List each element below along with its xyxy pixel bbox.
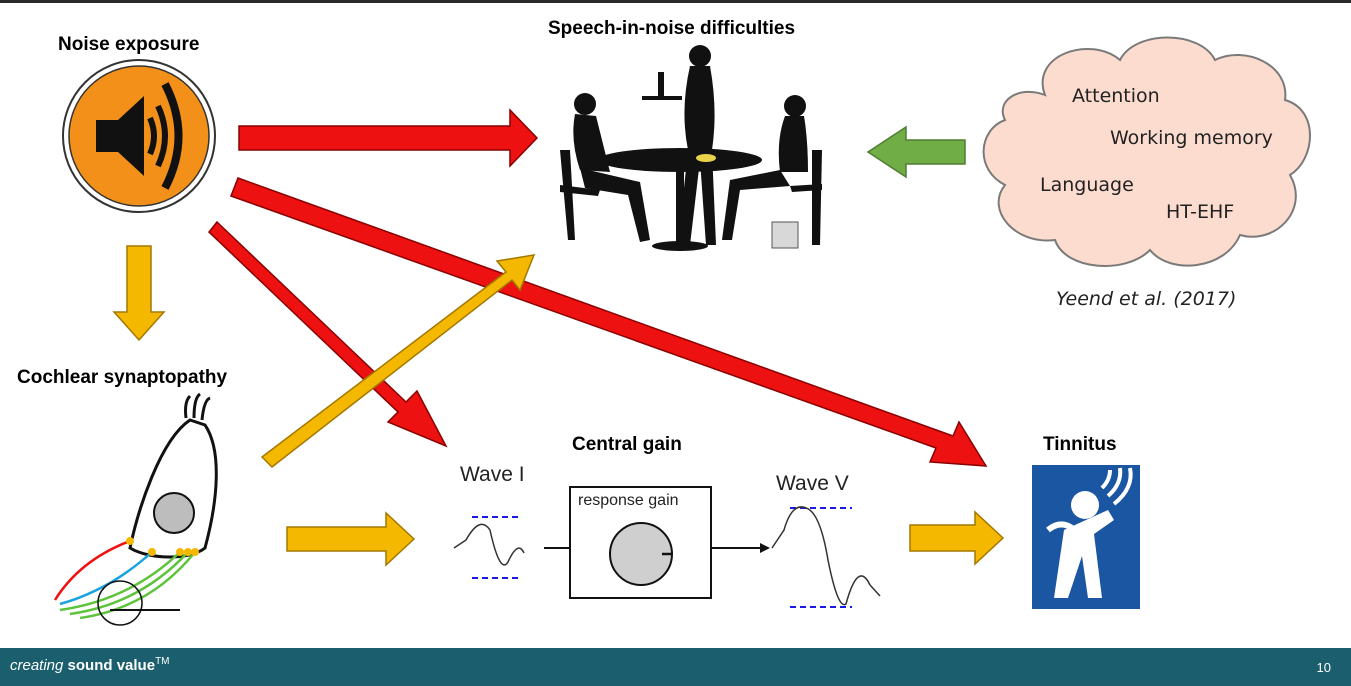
footer-bar: creating sound valueTM 10 — [0, 648, 1351, 686]
wave-i-trace — [453, 516, 525, 579]
brand-italic: creating — [10, 657, 64, 674]
cloud — [982, 36, 1311, 267]
noise-exposure-label: Noise exposure — [58, 34, 200, 55]
response-gain-label: response gain — [578, 492, 679, 509]
brand-bold: sound value — [67, 657, 156, 674]
central-gain-label: Central gain — [572, 434, 682, 455]
tinnitus-logo — [1032, 465, 1140, 609]
cloud-item-working-memory: Working memory — [1110, 127, 1273, 149]
cloud-item-ht-ehf: HT-EHF — [1166, 201, 1235, 223]
red-arrows — [207, 108, 988, 467]
green-arrow — [866, 125, 966, 179]
top-rule — [0, 0, 1351, 3]
wave-v-trace — [771, 506, 881, 608]
wave-i-label: Wave I — [460, 463, 525, 486]
brand-tagline: creating sound valueTM — [10, 656, 170, 674]
speaker-icon — [62, 59, 216, 213]
cloud-item-attention: Attention — [1072, 85, 1160, 107]
cafe-silhouette — [560, 45, 822, 251]
brand-trademark: TM — [155, 656, 170, 667]
wave-v-label: Wave V — [776, 472, 849, 495]
diagram-canvas — [53, 36, 1311, 626]
yellow-arrows — [112, 245, 1005, 567]
response-gain-box — [569, 486, 712, 599]
citation: Yeend et al. (2017) — [1056, 288, 1237, 310]
tinnitus-label: Tinnitus — [1043, 434, 1117, 455]
speech-in-noise-label: Speech-in-noise difficulties — [548, 18, 796, 39]
hair-cell — [53, 392, 218, 626]
page-number: 10 — [1316, 660, 1331, 675]
cloud-item-language: Language — [1040, 174, 1134, 196]
cochlear-synaptopathy-label: Cochlear synaptopathy — [17, 367, 228, 388]
